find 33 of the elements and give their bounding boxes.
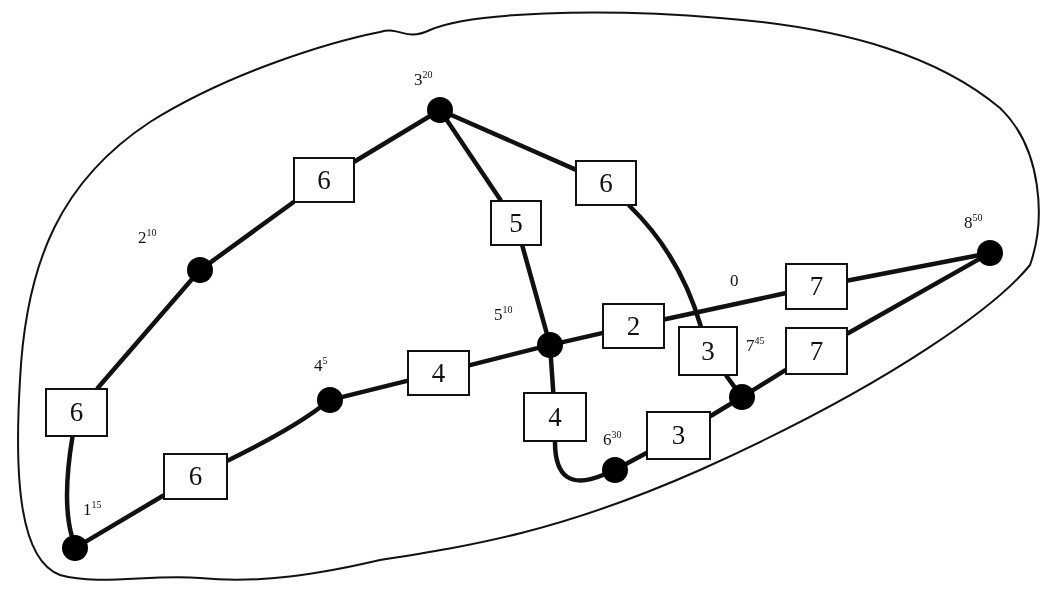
vertex-label: 5$^{10}$: [494, 305, 513, 323]
vertex-dot: [977, 240, 1003, 266]
weight-box: 5: [490, 200, 542, 246]
vertex-dot: [602, 457, 628, 483]
vertex-dot: [187, 257, 213, 283]
graph-edge: [548, 355, 556, 395]
weight-box: 6: [293, 157, 355, 203]
graph-edge: [445, 118, 503, 203]
weight-box: 6: [575, 160, 637, 206]
graph-edge: [95, 277, 194, 391]
vertex-label: 3$^{20}$: [414, 70, 433, 88]
weight-box: 3: [678, 326, 738, 376]
vertex-dot: [62, 535, 88, 561]
weight-box: 6: [163, 453, 228, 500]
weight-box: 4: [523, 392, 587, 442]
vertex-label: 6$^{30}$: [603, 430, 622, 448]
weight-box: 7: [785, 263, 848, 310]
vertex-dot: [729, 384, 755, 410]
weight-box: 6: [45, 388, 108, 437]
number-label: 7$^{45}$: [746, 336, 765, 354]
vertex-label: 1$^{15}$: [83, 500, 102, 518]
vertex-dot: [537, 332, 563, 358]
vertex-dot: [317, 387, 343, 413]
vertex-dot: [427, 97, 453, 123]
vertex-label: 4$^{5}$: [314, 356, 328, 374]
weight-box: 7: [785, 327, 848, 375]
weight-box: 4: [407, 350, 470, 396]
weight-box: 3: [646, 411, 711, 460]
vertex-label: 2$^{10}$: [138, 228, 157, 246]
graph-edge: [208, 200, 296, 265]
weight-box: 2: [602, 303, 665, 349]
vertex-label: 8$^{50}$: [964, 213, 983, 231]
number-label: 0: [730, 272, 739, 289]
